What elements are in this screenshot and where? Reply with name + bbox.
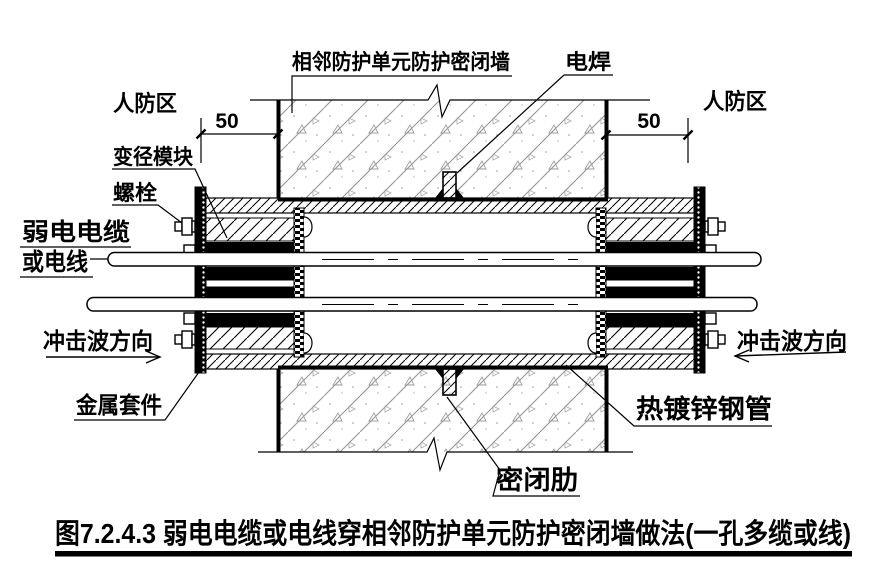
leader-seal-rib	[446, 396, 580, 497]
bolt-head	[181, 217, 193, 236]
strip-bar	[595, 207, 607, 358]
module-black	[606, 313, 694, 327]
bolt-tab	[704, 312, 717, 325]
leader-metal-sleeve	[74, 371, 200, 421]
seal-rib-bottom	[435, 368, 464, 396]
metal-sleeve-flange-right	[693, 186, 706, 374]
reducer-module-stack-left	[205, 217, 295, 350]
dim-tick	[682, 129, 694, 141]
arrow-shaft	[734, 351, 847, 357]
strip-dome-top	[587, 216, 597, 238]
dim-value-left: 50	[215, 110, 238, 133]
weld-fillet-left	[435, 369, 443, 379]
compression-strip-left	[293, 207, 313, 358]
module-black	[206, 267, 294, 280]
lower-wall-break-line	[258, 436, 633, 473]
module-spacer	[605, 279, 695, 288]
dim-value-right: 50	[637, 110, 660, 133]
module-spacer	[205, 279, 295, 288]
leader-bolt	[112, 204, 183, 224]
label-reducer-module: 变径模块	[113, 145, 194, 169]
bolt-head	[707, 217, 719, 236]
label-shockwave-right: 冲击波方向	[737, 328, 847, 354]
figure-caption: 图7.2.4.3 弱电电缆或电线穿相邻防护单元防护密闭墙做法(一孔多缆或线)	[55, 517, 851, 549]
arrow-head-left	[733, 349, 750, 363]
dim-tick	[195, 128, 207, 140]
leader-weld	[456, 74, 613, 174]
weld-fillet-left	[435, 188, 443, 198]
leader-top-wall	[291, 75, 512, 113]
leader-galvanized-pipe	[565, 364, 772, 427]
dim-tick	[272, 128, 284, 140]
bolt-head	[181, 330, 193, 349]
label-metal-sleeve: 金属套件	[75, 392, 162, 418]
label-seal-rib: 密闭肋	[496, 465, 578, 495]
bolts-right	[704, 217, 726, 349]
dimension-left: 50	[195, 110, 284, 163]
compression-strip-right	[587, 207, 607, 358]
module-black	[206, 313, 294, 327]
bolt-shank	[717, 221, 726, 232]
seal-rib-bottom-plate	[442, 368, 457, 396]
dimension-right: 50	[600, 110, 694, 163]
metal-sleeve-flange-left	[194, 186, 207, 374]
leader-reducer-module	[112, 168, 228, 239]
label-bolt: 螺栓	[113, 181, 157, 205]
label-shockwave-left: 冲击波方向	[43, 328, 153, 354]
bolts-left	[174, 217, 196, 349]
reducer-module-stack-right	[605, 217, 695, 350]
label-cable-line2: 或电线	[22, 249, 88, 276]
bolt-washer	[191, 333, 196, 346]
shockwave-arrow-right	[733, 349, 847, 363]
strip-dome-bottom	[587, 332, 597, 354]
lower-wall	[258, 369, 633, 473]
seal-rib-top-plate	[442, 171, 457, 199]
bolt-washer	[704, 333, 709, 346]
module-black	[606, 267, 694, 280]
strip-bar	[293, 207, 305, 358]
weak-current-cables	[86, 251, 762, 312]
label-cable-line1: 弱电电缆	[22, 218, 130, 246]
module-hatched-top	[605, 217, 695, 242]
upper-wall-break-line	[250, 83, 650, 120]
bolt-washer	[704, 220, 709, 233]
strip-dome-top	[303, 216, 313, 238]
seal-rib-top	[435, 171, 464, 199]
strip-dome-bottom	[303, 332, 313, 354]
label-weld: 电焊	[565, 50, 611, 74]
weld-fillet-right	[456, 188, 464, 198]
bolt-shank	[717, 334, 726, 345]
bolt-head	[707, 330, 719, 349]
callout-leaders	[20, 74, 772, 497]
arrow-head-right	[145, 350, 162, 364]
module-hatched-bottom	[605, 326, 695, 350]
shockwave-arrow-left	[46, 350, 162, 364]
caption-underline	[55, 551, 852, 557]
label-zone-left: 人防区	[113, 91, 177, 116]
module-hatched-bottom	[205, 326, 295, 350]
bolt-tab	[183, 312, 196, 325]
label-galvanized-pipe: 热镀锌钢管	[636, 394, 772, 424]
label-zone-right: 人防区	[703, 89, 767, 114]
bolt-washer	[191, 220, 196, 233]
bolt-shank	[174, 334, 183, 345]
dim-tick	[600, 129, 612, 141]
weld-fillet-right	[456, 369, 464, 379]
label-top-wall: 相邻防护单元防护密闭墙	[292, 50, 510, 74]
bolt-shank	[174, 221, 183, 232]
